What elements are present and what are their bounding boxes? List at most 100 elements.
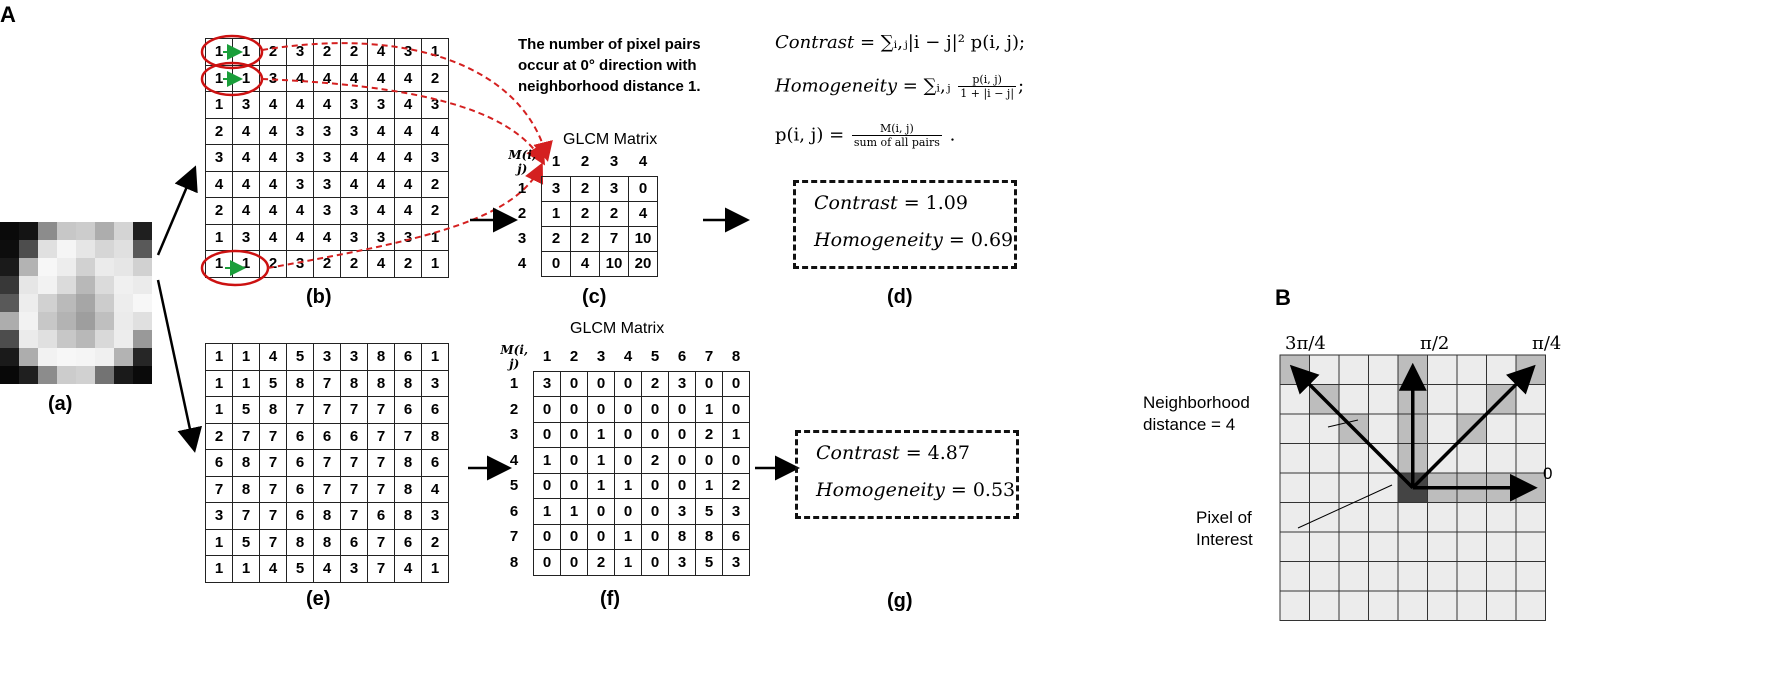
image-pixel — [76, 258, 96, 277]
grid-cell — [1456, 502, 1487, 533]
matrix-cell: 7 — [259, 502, 287, 530]
grid-cell — [1279, 413, 1310, 444]
glcm-cell: 0 — [541, 250, 571, 277]
matrix-cell: 3 — [286, 170, 314, 198]
glcm-col-label: 3 — [609, 153, 619, 171]
matrix-cell: 8 — [286, 528, 314, 556]
image-pixel — [133, 312, 152, 331]
glcm-cell: 20 — [628, 250, 658, 277]
glcm-cell: 0 — [614, 421, 642, 448]
matrix-cell: 8 — [367, 369, 395, 397]
glcm-col-label: 8 — [731, 348, 741, 366]
matrix-cell: 7 — [367, 422, 395, 450]
matrix-cell: 4 — [367, 117, 395, 145]
matrix-cell: 4 — [394, 555, 422, 583]
image-pixel — [76, 222, 96, 241]
matrix-cell: 5 — [232, 528, 260, 556]
arrow-pi4-direction — [1411, 364, 1536, 489]
image-pixel — [76, 240, 96, 259]
matrix-cell: 4 — [259, 170, 287, 198]
label-d: (d) — [887, 286, 913, 308]
grid-cell — [1397, 531, 1428, 562]
matrix-cell: 3 — [340, 197, 368, 225]
label-a: (a) — [48, 393, 73, 415]
glcm-cell: 0 — [560, 421, 588, 448]
contrast-formula: Contrast = ∑ᵢ,ⱼ|i − j|² p(i, j); — [775, 32, 1025, 53]
matrix-cell: 4 — [340, 170, 368, 198]
red-dashed-arrow-1 — [261, 42, 553, 162]
glcm-row-label: 1 — [517, 180, 527, 197]
matrix-cell: 5 — [259, 369, 287, 397]
image-pixel — [114, 258, 134, 277]
grid-cell — [1309, 354, 1340, 385]
arrow-to-b — [156, 165, 198, 256]
glcm-corner-label: M(i, j) — [500, 343, 529, 371]
matrix-cell: 7 — [259, 528, 287, 556]
grid-cell — [1368, 561, 1399, 592]
image-pixel — [133, 276, 152, 295]
image-pixel — [0, 294, 20, 313]
matrix-cell: 7 — [340, 449, 368, 477]
glcm-cell: 0 — [641, 523, 669, 550]
matrix-cell: 4 — [232, 117, 260, 145]
matrix-cell: 3 — [421, 369, 449, 397]
image-pixel — [57, 312, 77, 331]
glcm-cell: 0 — [560, 370, 588, 397]
glcm-cell: 1 — [587, 472, 615, 499]
matrix-cell: 2 — [313, 250, 341, 278]
matrix-cell: 3 — [421, 144, 449, 172]
glcm-row-label: 2 — [517, 205, 527, 222]
grid-cell — [1427, 561, 1458, 592]
glcm-col-label: 1 — [551, 153, 561, 171]
matrix-cell: 6 — [313, 422, 341, 450]
grid-cell — [1309, 561, 1340, 592]
glcm-cell: 0 — [587, 370, 615, 397]
matrix-cell: 4 — [259, 555, 287, 583]
image-pixel — [95, 330, 115, 349]
pixel-pointer — [1297, 484, 1393, 529]
matrix-cell: 4 — [259, 144, 287, 172]
pixel-label-line-2: Interest — [1196, 530, 1253, 549]
grid-cell — [1368, 502, 1399, 533]
contrast-formula-rhs: = ∑ᵢ,ⱼ|i − j|² p(i, j); — [859, 32, 1026, 53]
glcm-cell: 0 — [628, 175, 658, 202]
glcm-cell: 1 — [614, 523, 642, 550]
glcm-row-label: 6 — [509, 502, 519, 520]
matrix-cell: 1 — [232, 555, 260, 583]
grid-cell — [1279, 443, 1310, 474]
caption-line-2: occur at 0° direction with — [518, 57, 697, 74]
glcm-cell: 1 — [587, 447, 615, 474]
panel-b-letter: B — [1275, 285, 1291, 310]
glcm-cell: 2 — [641, 370, 669, 397]
matrix-cell: 4 — [259, 343, 287, 371]
grid-cell — [1309, 590, 1340, 621]
glcm-f-title: GLCM Matrix — [570, 320, 665, 337]
glcm-col-label: 1 — [542, 348, 552, 366]
grid-cell — [1397, 590, 1428, 621]
image-pixel — [114, 348, 134, 367]
glcm-cell: 1 — [695, 396, 723, 423]
grid-cell — [1368, 590, 1399, 621]
matrix-cell: 8 — [313, 502, 341, 530]
label-c: (c) — [582, 286, 607, 308]
grid-cell — [1338, 354, 1369, 385]
grid-cell — [1515, 561, 1546, 592]
glcm-cell: 0 — [722, 370, 750, 397]
matrix-cell: 6 — [394, 396, 422, 424]
angle-pi2-label: π/2 — [1420, 333, 1450, 354]
matrix-cell: 2 — [340, 250, 368, 278]
homogeneity-formula-lhs: Homogeneity — [775, 75, 898, 97]
matrix-cell: 6 — [394, 528, 422, 556]
glcm-corner-label: M(i, j) — [508, 148, 537, 176]
glcm-row-label: 5 — [509, 477, 519, 495]
matrix-cell: 1 — [205, 343, 233, 371]
image-pixel — [95, 294, 115, 313]
grid-cell — [1486, 502, 1517, 533]
